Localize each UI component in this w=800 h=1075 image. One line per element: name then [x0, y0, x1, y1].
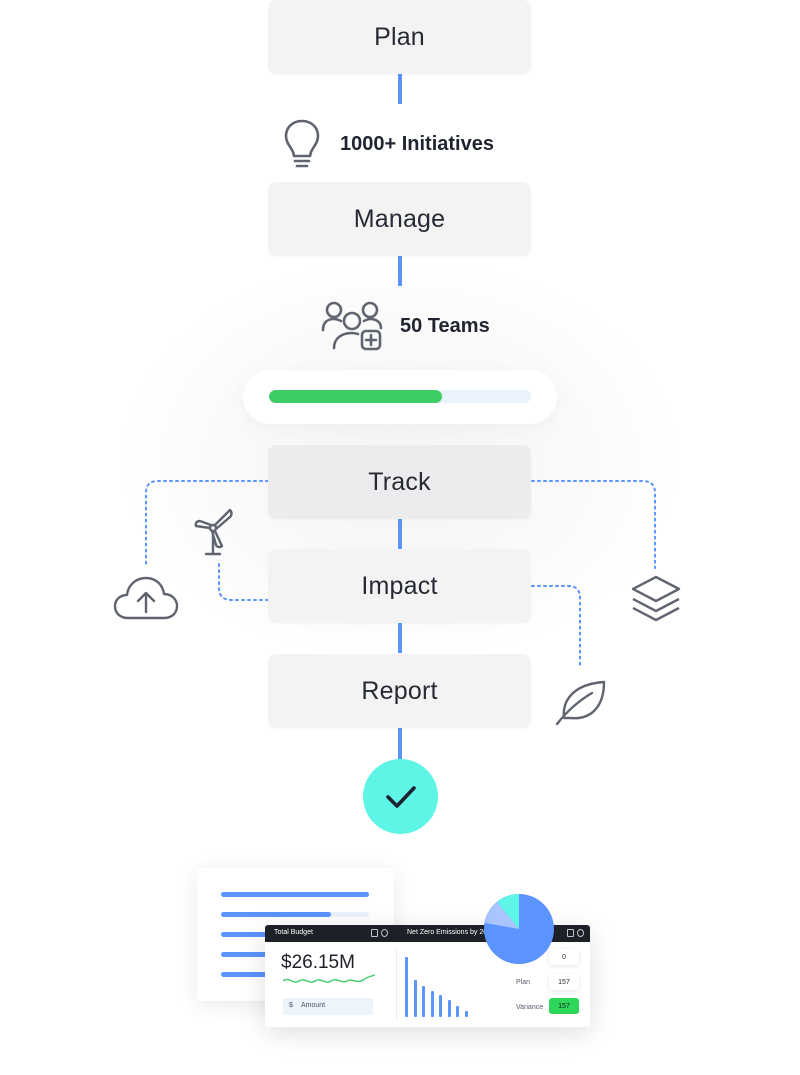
initiatives-label: 1000+ Initiatives	[340, 133, 494, 155]
connector-plan-manage	[398, 74, 402, 104]
leaf-icon	[555, 680, 606, 726]
emissions-pie	[484, 894, 554, 964]
budget-sparkline	[282, 974, 376, 983]
settings-icon	[577, 929, 584, 937]
step-report-label: Report	[361, 676, 438, 705]
stat-value-plan: 157	[549, 974, 579, 990]
budget-value: $26.15M	[281, 952, 355, 973]
list-line-fill	[221, 912, 331, 917]
connector-report-check	[398, 728, 402, 760]
panel-divider	[396, 949, 397, 1021]
settings-icon	[381, 929, 388, 937]
connector-track-impact	[398, 519, 402, 549]
trash-icon	[567, 929, 574, 937]
emissions-bar	[439, 995, 442, 1017]
stat-label-plan: Plan	[516, 979, 531, 986]
step-track: Track	[268, 445, 531, 519]
list-line-fill	[221, 892, 369, 897]
list-line	[221, 912, 369, 917]
wind-turbine-icon	[194, 508, 233, 556]
step-impact-label: Impact	[361, 571, 438, 600]
step-report: Report	[268, 654, 531, 728]
amount-input[interactable]: $ Amount	[283, 998, 373, 1015]
progress-track	[269, 390, 531, 403]
trash-icon	[371, 929, 378, 937]
stat-label-variance: Variance	[516, 1004, 544, 1011]
list-line	[221, 892, 369, 897]
layers-icon	[631, 575, 681, 622]
cloud-upload-icon	[113, 576, 179, 620]
emissions-title: Net Zero Emissions by 202	[407, 929, 492, 936]
emissions-bar	[422, 986, 425, 1017]
connector-impact-report	[398, 623, 402, 653]
emissions-bar	[405, 957, 408, 1017]
step-manage-label: Manage	[353, 204, 446, 233]
check-icon	[385, 785, 416, 808]
complete-check	[363, 759, 438, 834]
budget-title: Total Budget	[274, 929, 313, 936]
step-manage: Manage	[268, 182, 531, 256]
list-line-fill	[221, 952, 288, 957]
list-line-fill	[221, 932, 303, 937]
emissions-bar	[430, 991, 434, 1017]
users-add-icon	[321, 301, 383, 351]
list-line-fill	[221, 972, 273, 977]
step-plan-label: Plan	[374, 22, 425, 51]
stat-value-variance: 157	[549, 998, 579, 1014]
amount-label: Amount	[301, 1002, 326, 1009]
stat-value-0: 0	[549, 949, 579, 965]
lightbulb-icon	[284, 119, 320, 168]
teams-label: 50 Teams	[400, 315, 490, 337]
step-plan: Plan	[268, 0, 531, 74]
connector-manage-teams	[398, 256, 402, 286]
emissions-bar	[413, 980, 417, 1017]
progress-card	[243, 370, 557, 424]
step-track-label: Track	[368, 467, 431, 496]
amount-currency: $	[289, 1002, 293, 1009]
emissions-bar	[447, 1000, 451, 1017]
emissions-bar	[456, 1006, 459, 1017]
pie-slice-teal	[497, 894, 519, 929]
pie-slice-light	[485, 902, 519, 929]
step-impact: Impact	[268, 549, 531, 623]
emissions-bar	[464, 1011, 468, 1017]
progress-fill	[269, 390, 442, 403]
